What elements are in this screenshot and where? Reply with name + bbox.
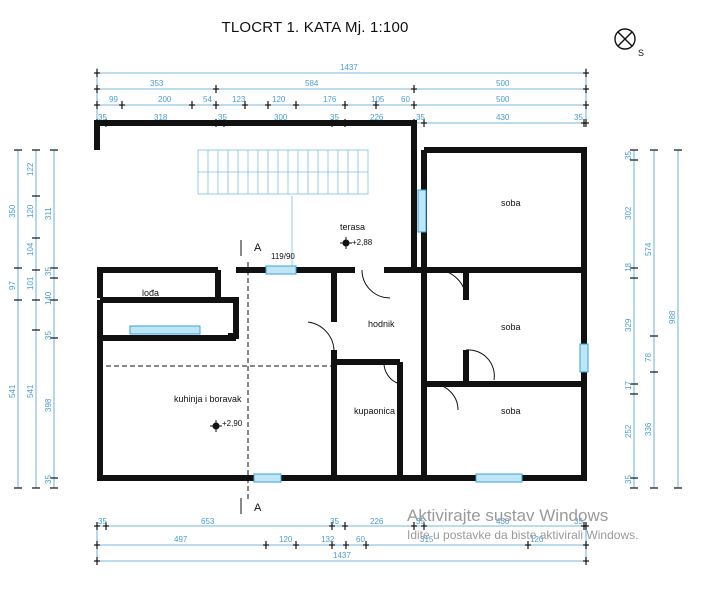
compass-icon — [614, 28, 636, 50]
dim-top-r4-5: 35 — [330, 113, 339, 122]
dim-left-c3-5: 35 — [44, 475, 53, 484]
room-label-soba-top: soba — [501, 198, 521, 208]
dim-top-r2-1: 353 — [150, 79, 164, 88]
windows — [129, 189, 589, 483]
stair-lines — [97, 149, 369, 299]
dim-top-r4-7: 35 — [416, 113, 425, 122]
dim-right-c2-3: 336 — [644, 422, 653, 436]
interior-lines — [106, 240, 495, 514]
section-mark-top: A — [254, 242, 262, 254]
dim-top-r3-6: 176 — [323, 95, 337, 104]
dim-bot-r1-3: 35 — [330, 517, 339, 526]
room-label-kuhinja: kuhinja i boravak — [174, 394, 242, 404]
room-label-lodja: lođa — [142, 288, 159, 298]
dim-top-r3-8: 60 — [401, 95, 410, 104]
dim-left-c2-6: 541 — [26, 384, 35, 398]
dim-bot-r2-1: 497 — [174, 535, 188, 544]
dim-top-r3-4: 123 — [232, 95, 246, 104]
dim-right-c2-1: 574 — [644, 242, 653, 256]
dim-top-total: 1437 — [340, 63, 358, 72]
dim-left-c2-3: 104 — [26, 242, 35, 256]
dim-bot-r2-5: 315 — [420, 535, 434, 544]
section-mark-bottom: A — [254, 502, 262, 514]
dim-bot-r1-2: 653 — [201, 517, 215, 526]
dim-bot-r2-2: 120 — [279, 535, 293, 544]
dim-right-c1-4: 329 — [624, 318, 633, 332]
dim-top-r4-1: 35 — [98, 113, 107, 122]
dim-top-r3-2: 200 — [158, 95, 172, 104]
watermark-line-2: Idite u postavke da biste aktivirali Win… — [407, 528, 639, 542]
walls — [94, 120, 587, 481]
watermark-line-1: Aktivirajte sustav Windows — [407, 506, 609, 525]
dim-right-c1-6: 252 — [624, 424, 633, 438]
dim-bot-r2-4: 60 — [356, 535, 365, 544]
elevation-kuhinja: +2,90 — [222, 419, 243, 428]
room-label-kupaonica: kupaonica — [354, 406, 395, 416]
dim-top-r4-6: 226 — [370, 113, 384, 122]
window-note: 119/90 — [271, 252, 295, 261]
dim-top-r2-3: 500 — [496, 79, 510, 88]
dim-left-c1-2: 97 — [8, 281, 17, 290]
dim-right-c1-2: 302 — [624, 206, 633, 220]
dim-right-c3-1: 988 — [668, 310, 677, 324]
dim-left-c3-2: 35 — [44, 267, 53, 276]
dim-bot-r1-7: 35 — [574, 517, 583, 526]
dimension-lines — [17, 68, 679, 565]
dim-top-r2-2: 584 — [305, 79, 319, 88]
room-label-hodnik: hodnik — [368, 319, 395, 329]
dim-left-c2-4: 101 — [26, 276, 35, 290]
dim-top-r4-4: 300 — [274, 113, 288, 122]
dim-top-r4-2: 318 — [154, 113, 168, 122]
dim-left-c2-5: 140 — [44, 291, 53, 305]
dim-bot-total: 1437 — [333, 551, 351, 560]
compass-label: S — [638, 48, 644, 58]
dim-top-r4-9: 35 — [574, 113, 583, 122]
room-label-soba-bottom: soba — [501, 406, 521, 416]
room-label-terasa: terasa — [340, 222, 365, 232]
dim-left-c3-1: 311 — [44, 207, 53, 220]
drawing-title: TLOCRT 1. KATA Mj. 1:100 — [221, 19, 409, 36]
dim-right-c2-2: 78 — [644, 353, 653, 362]
dim-bot-r1-6: 430 — [496, 517, 510, 526]
room-label-soba-mid: soba — [501, 322, 521, 332]
dim-left-c2-1: 122 — [26, 162, 35, 176]
dim-bot-r1-5: 35 — [416, 517, 425, 526]
dim-right-c1-1: 35 — [624, 151, 633, 160]
dim-right-c1-5: 17 — [624, 381, 633, 390]
windows-activation-watermark: Aktivirajte sustav Windows Idite u posta… — [407, 506, 638, 542]
dim-left-c3-3: 35 — [44, 331, 53, 340]
dim-left-c1-3: 541 — [8, 384, 17, 398]
elevation-marker-icon — [210, 420, 222, 432]
dim-top-r4-8: 430 — [496, 113, 510, 122]
dim-top-r4-3: 35 — [218, 113, 227, 122]
dim-top-r3-1: 99 — [109, 95, 118, 104]
dim-bot-r2-3: 132 — [321, 535, 335, 544]
dim-top-r3-9: 500 — [496, 95, 510, 104]
dim-bot-r1-1: 35 — [98, 517, 107, 526]
dim-right-c1-3: 18 — [624, 263, 633, 272]
dim-top-r3-3: 54 — [203, 95, 212, 104]
dim-left-c2-2: 120 — [26, 204, 35, 218]
elevation-terasa: +2,88 — [352, 238, 373, 247]
dim-top-r3-5: 120 — [272, 95, 286, 104]
elevation-marker-icon — [340, 237, 352, 249]
dim-top-r3-7: 105 — [371, 95, 385, 104]
dim-right-c1-7: 35 — [624, 475, 633, 484]
dim-bot-r1-4: 226 — [370, 517, 384, 526]
dim-left-c3-4: 398 — [44, 398, 53, 412]
dim-left-c1-1: 350 — [8, 204, 17, 218]
dim-bot-r2-6: 120 — [530, 535, 544, 544]
